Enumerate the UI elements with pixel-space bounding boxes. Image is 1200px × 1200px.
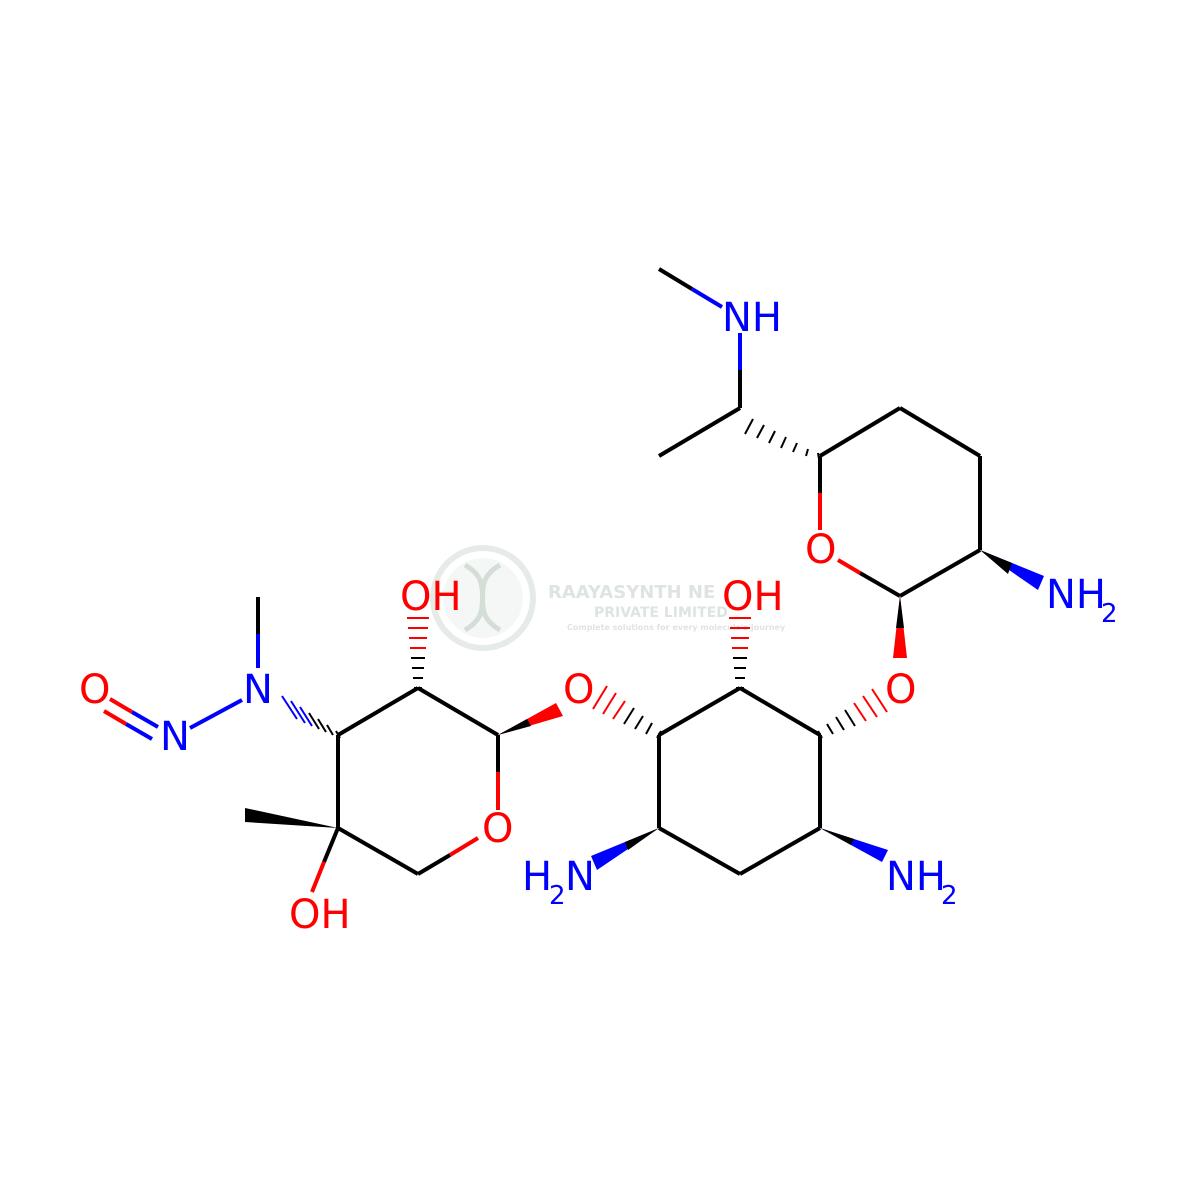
atom-nh2-right-center-sub: 2 [941,881,958,911]
watermark-tagline: Complete solutions for every molecule's … [567,623,786,632]
atom-o-nitroso: O [79,667,110,713]
atom-n-methyl: N [243,667,273,713]
atom-o-link-left: O [563,667,594,713]
atom-nh2-right-ring: NH [1046,572,1106,618]
atom-labels: NH O NH 2 OH O OH O O N N O OH H 2 N NH … [79,295,1118,938]
atom-o-link-right: O [885,667,916,713]
hash-bonds [281,418,888,739]
atom-nh2-right-ring-sub: 2 [1101,599,1118,629]
atom-n-nitroso: N [160,714,190,760]
atom-o-ring-right: O [805,527,836,573]
atom-nh-methylamine: NH [722,295,782,341]
wedge-bonds [245,550,1044,870]
watermark-logo-circle [430,545,536,651]
atom-oh-bottom: OH [289,892,351,938]
atom-o-ring-left: O [482,806,513,852]
hetero-bonds [102,287,862,893]
atom-oh-left-ring: OH [400,574,462,620]
atom-h2n-left-n: N [565,854,595,900]
atom-oh-center: OH [722,574,784,620]
atom-nh2-right-center: NH [886,854,946,900]
watermark: RAAYASYNTH NE PRIVATE LIMITED Complete s… [430,545,786,651]
watermark-subtitle: PRIVATE LIMITED [594,605,728,621]
atom-h2n-left-h: H [522,854,552,900]
watermark-company: RAAYASYNTH NE [548,582,715,603]
watermark-dna-icon [463,562,502,633]
carbon-bonds [256,267,982,876]
atom-h2n-left-sub: 2 [549,881,566,911]
